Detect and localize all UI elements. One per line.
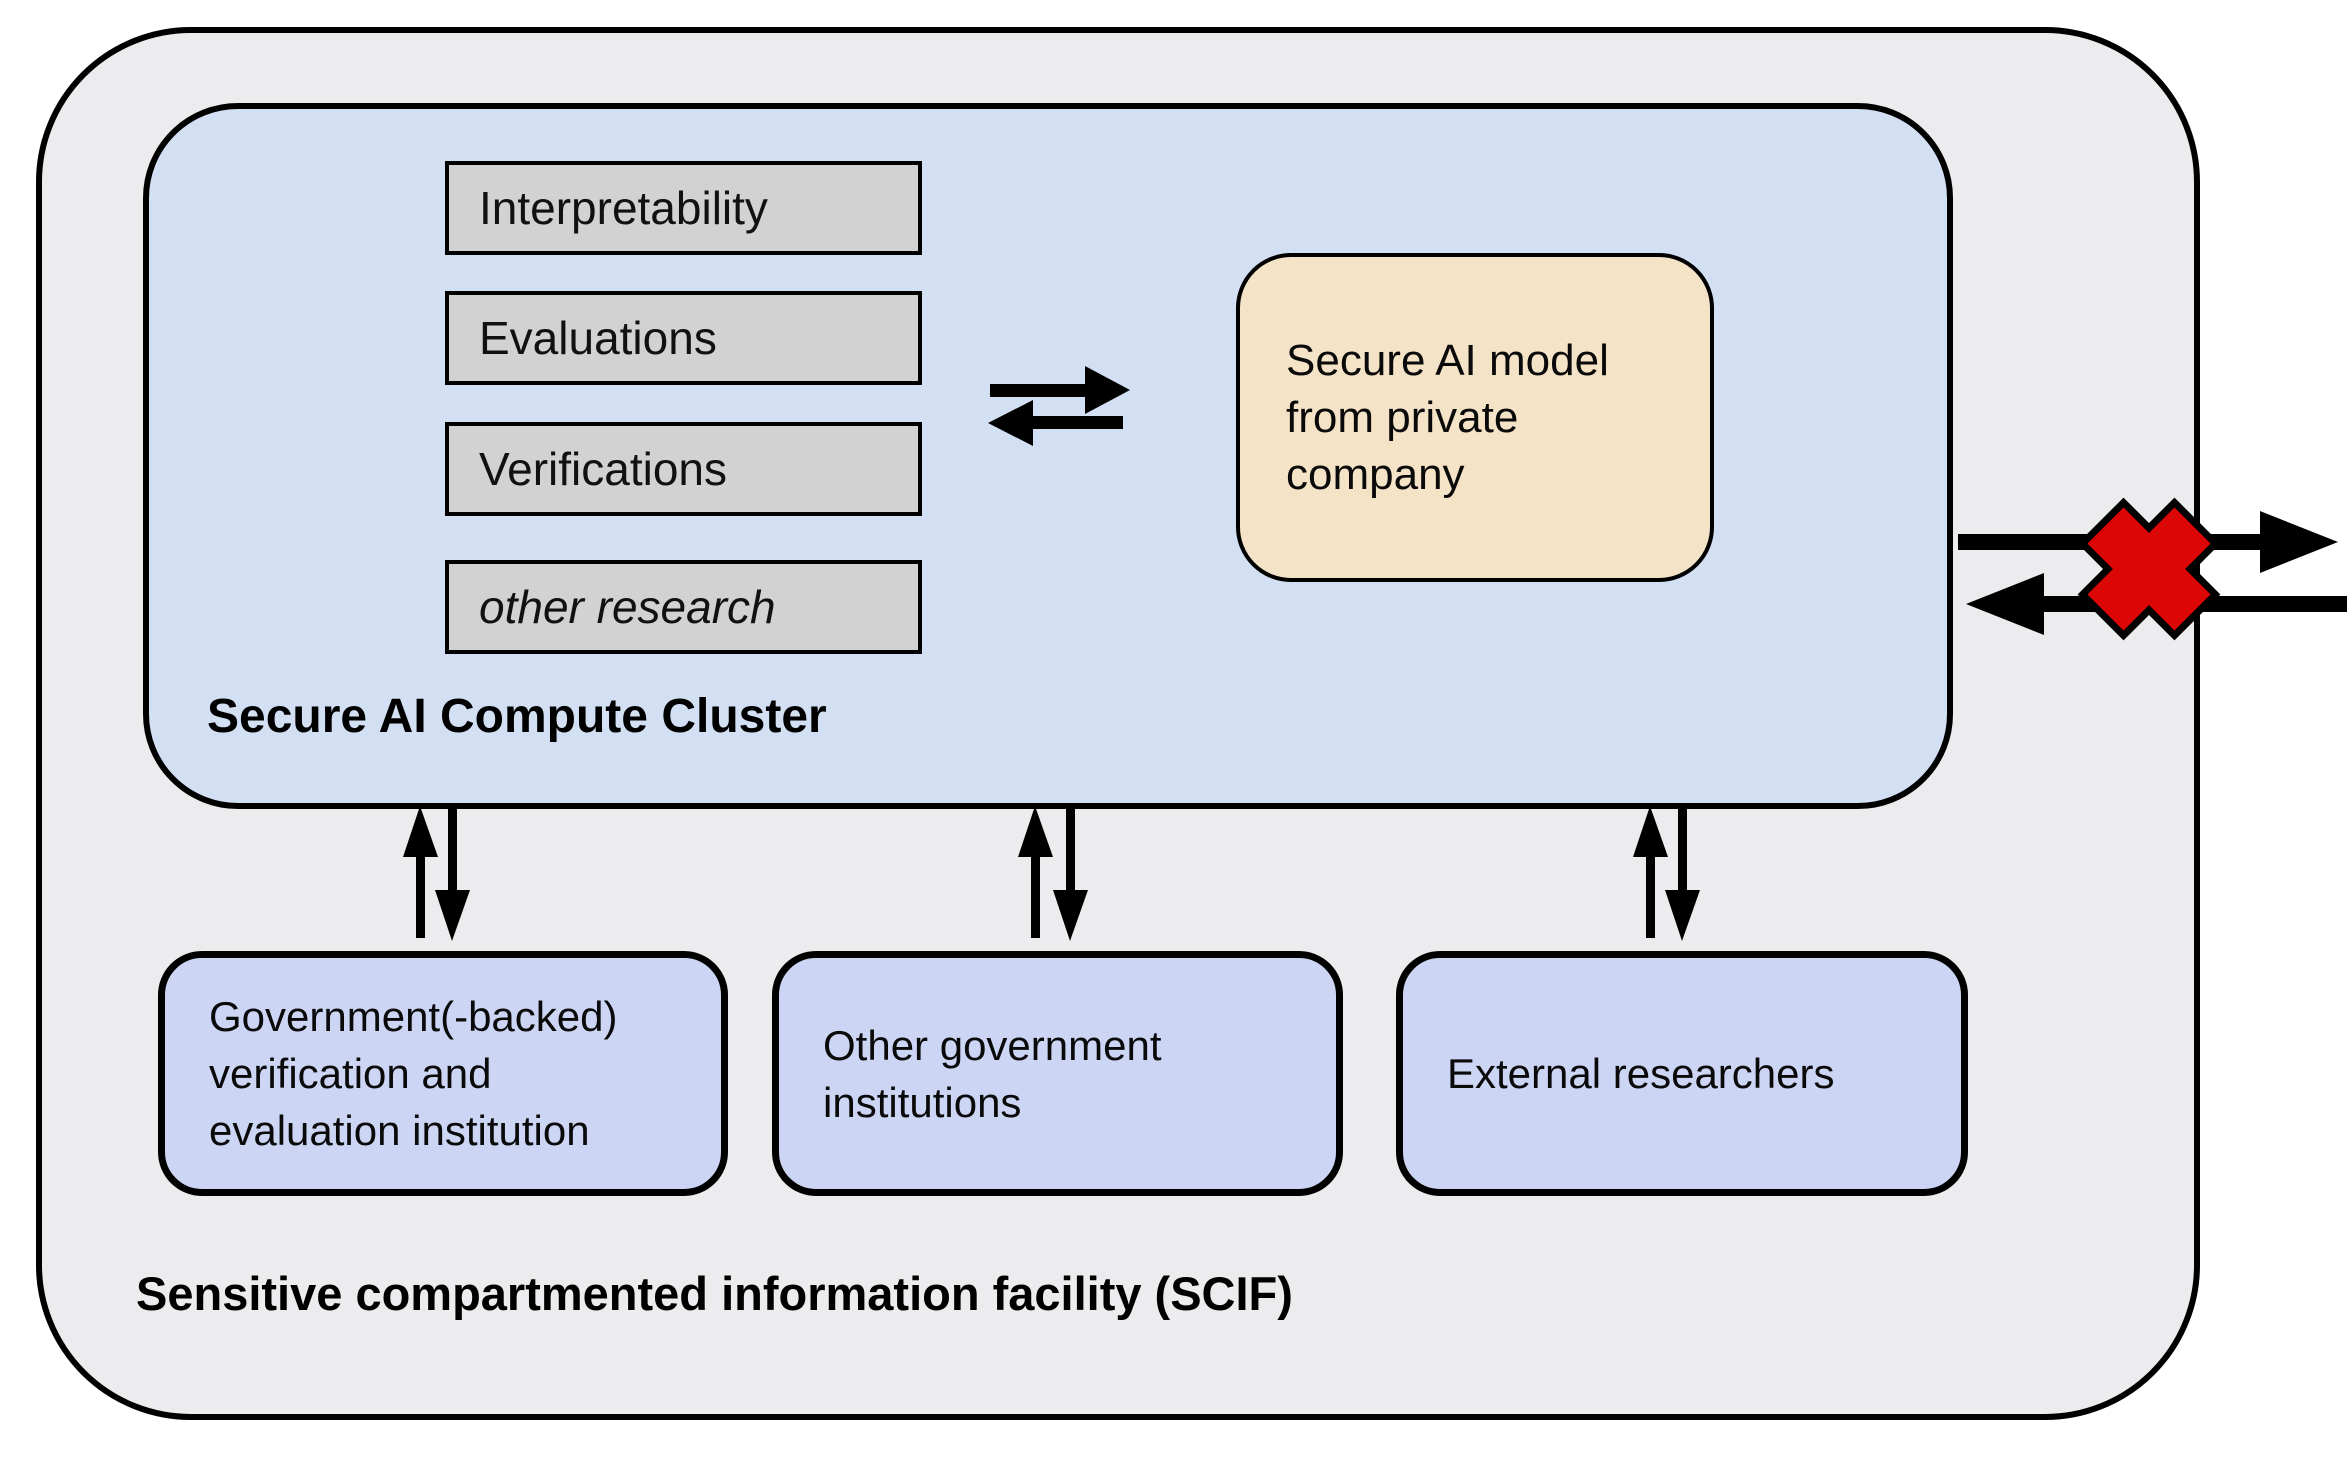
research-box-other-research: other research — [445, 560, 922, 654]
secure-ai-model-label: Secure AI model from private company — [1286, 336, 1609, 499]
cluster-title: Secure AI Compute Cluster — [207, 690, 827, 743]
research-box-label: Evaluations — [479, 311, 717, 364]
research-box-evaluations: Evaluations — [445, 291, 922, 385]
research-box-interpretability: Interpretability — [445, 161, 922, 255]
research-box-verifications: Verifications — [445, 422, 922, 516]
scif-container: Interpretability Evaluations Verificatio… — [36, 27, 2200, 1420]
institution-box-external-researchers: External researchers — [1396, 951, 1968, 1196]
research-box-label: other research — [479, 580, 776, 633]
secure-ai-compute-cluster: Interpretability Evaluations Verificatio… — [143, 103, 1953, 809]
institution-box-government-verification: Government(-backed) verification and eva… — [158, 951, 728, 1196]
institution-label: Other government institutions — [823, 1021, 1162, 1126]
research-box-label: Verifications — [479, 442, 728, 495]
institution-box-other-government: Other government institutions — [772, 951, 1343, 1196]
institution-label: Government(-backed) verification and eva… — [209, 993, 618, 1154]
institution-label: External researchers — [1447, 1050, 1835, 1097]
research-box-label: Interpretability — [479, 181, 768, 234]
scif-title: Sensitive compartmented information faci… — [136, 1267, 1293, 1320]
secure-ai-model-box: Secure AI model from private company — [1236, 253, 1714, 582]
